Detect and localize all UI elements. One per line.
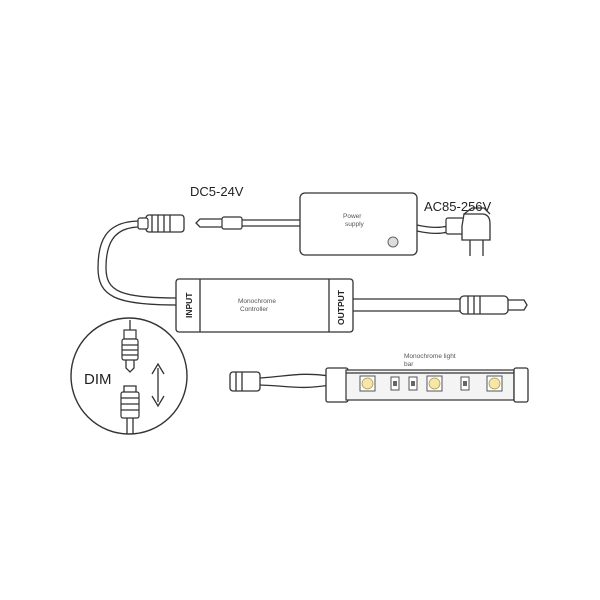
power-supply-label-line2: supply — [345, 221, 365, 228]
dc-output-cable — [195, 216, 300, 230]
dc-voltage-label: DC5-24V — [190, 184, 244, 199]
input-cable-inner — [105, 226, 177, 299]
input-port-label: INPUT — [184, 292, 194, 318]
output-port-label: OUTPUT — [336, 289, 346, 325]
light-bar-label-line1: Monochrome light — [404, 353, 456, 360]
ac-plug — [416, 207, 491, 256]
power-supply: Power supply — [299, 192, 418, 256]
power-supply-box — [299, 192, 418, 256]
strip-connector — [229, 371, 261, 392]
power-indicator-led — [387, 236, 399, 248]
dim-label: DIM — [84, 371, 112, 388]
ac-voltage-label: AC85-256V — [424, 199, 492, 214]
output-cable — [353, 295, 528, 315]
monochrome-controller: INPUT OUTPUT Monochrome Controller — [175, 278, 354, 333]
controller-label-line1: Monochrome — [238, 298, 276, 305]
input-cable-outer — [97, 220, 177, 306]
dc-female-connector — [137, 214, 185, 233]
dim-detail: DIM — [70, 317, 188, 435]
led-strip-assembly: Monochrome light bar — [229, 353, 529, 403]
power-supply-label-line1: Power — [343, 213, 362, 220]
controller-label-line2: Controller — [240, 306, 269, 313]
controller-box — [175, 278, 354, 333]
light-bar-label-line2: bar — [404, 361, 414, 368]
